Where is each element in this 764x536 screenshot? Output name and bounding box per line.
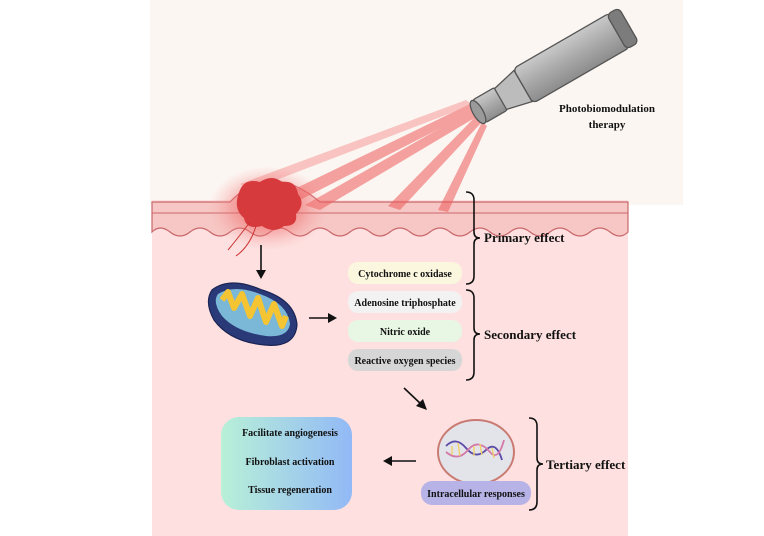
intracellular-box xyxy=(421,481,531,505)
arrow-down-icon xyxy=(256,245,266,279)
therapy-label-line1: Photobiomodulation xyxy=(559,103,655,115)
cell-dna-icon xyxy=(437,419,515,485)
atp-box xyxy=(348,291,462,313)
nitric-oxide-box xyxy=(348,320,462,342)
outcome-item: Facilitate angiogenesis xyxy=(242,428,338,439)
secondary-item: Nitric oxide xyxy=(380,327,431,338)
secondary-item: Reactive oxygen species xyxy=(354,356,455,367)
outcome-item: Fibroblast activation xyxy=(246,457,335,468)
light-beams xyxy=(240,100,487,212)
arrow-diagonal-icon xyxy=(403,387,427,410)
cytochrome-box xyxy=(348,262,462,284)
primary-effect-label: Primary effect xyxy=(484,230,565,245)
mitochondrion-icon xyxy=(207,282,298,346)
secondary-effect-label: Secondary effect xyxy=(484,327,577,342)
outcomes-box xyxy=(221,417,352,510)
ros-box xyxy=(348,349,462,371)
arrow-left-icon xyxy=(383,456,416,466)
tertiary-item: Intracellular responses xyxy=(427,489,525,500)
outcome-item: Tissue regeneration xyxy=(248,485,332,496)
primary-item: Cytochrome c oxidase xyxy=(358,269,452,280)
therapy-label-line2: therapy xyxy=(589,119,626,131)
arrow-right-icon xyxy=(309,313,337,323)
brace-icon xyxy=(465,191,544,511)
lesion xyxy=(236,178,302,230)
tertiary-effect-label: Tertiary effect xyxy=(546,457,626,472)
secondary-item: Adenosine triphosphate xyxy=(354,298,456,309)
flashlight-icon xyxy=(469,8,638,125)
